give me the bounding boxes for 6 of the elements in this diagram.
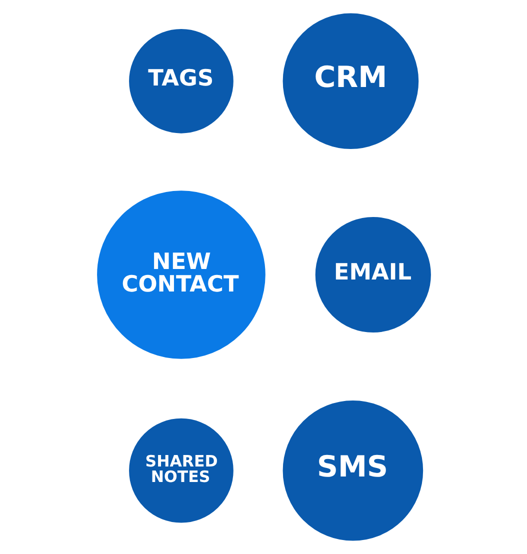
node-circle: CRM [281, 12, 420, 150]
node-circle: SMS [281, 399, 424, 542]
node-circle: EMAIL [314, 216, 432, 334]
node-circle: TAGS [127, 28, 234, 134]
node-circle: NEW CONTACT [95, 189, 266, 360]
node-circle: SHARED NOTES [127, 417, 234, 524]
